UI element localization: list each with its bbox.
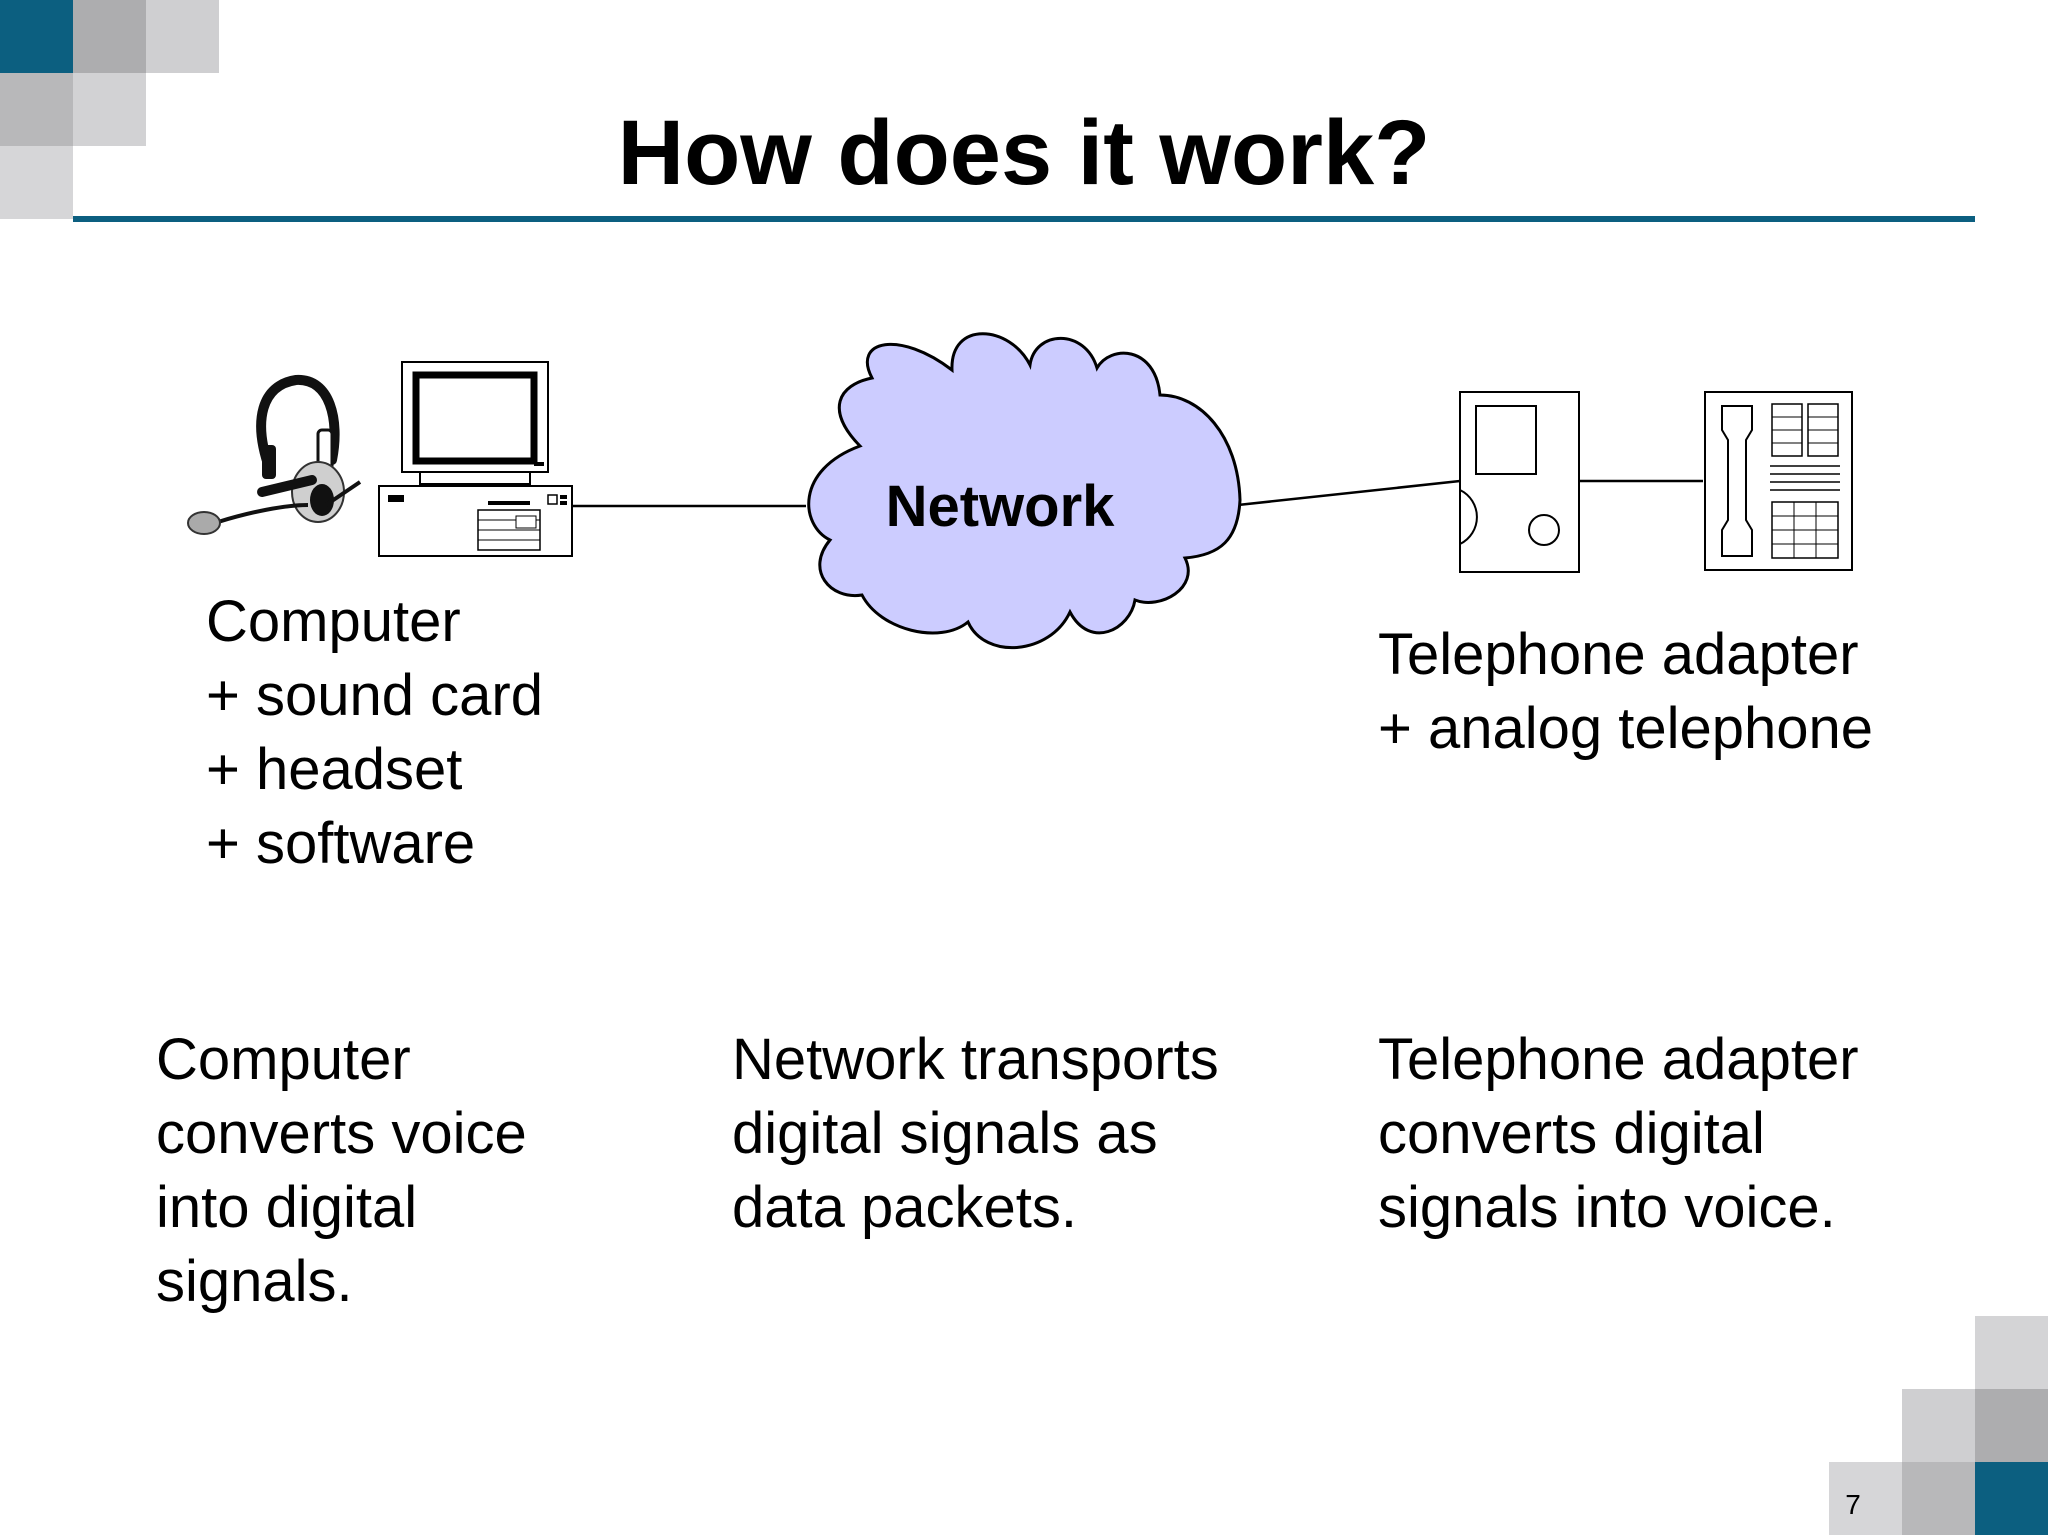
network-cloud (807, 332, 1242, 650)
corner-square-gray (73, 0, 146, 73)
computer-icon (378, 361, 573, 557)
analog-telephone-icon (1704, 391, 1853, 571)
corner-square-gray (1902, 1462, 1975, 1535)
title-underline (73, 216, 1975, 222)
corner-square-teal (1975, 1462, 2048, 1535)
network-label: Network (885, 474, 1115, 539)
corner-square-teal (0, 0, 73, 73)
corner-square-light (1902, 1389, 1975, 1462)
computer-caption: Computer converts voice into digital sig… (156, 1027, 527, 1314)
corner-square-gray (1975, 1389, 2048, 1462)
corner-square-light (1975, 1316, 2048, 1389)
corner-square-light (146, 0, 219, 73)
slide-title: How does it work? (617, 102, 1431, 204)
corner-square-light (73, 73, 146, 146)
network-caption: Network transports digital signals as da… (732, 1027, 1219, 1240)
telephone-adapter-icon (1459, 391, 1580, 573)
computer-label: Computer + sound card + headset + softwa… (206, 589, 543, 876)
corner-square-gray (0, 73, 73, 146)
page-number: 7 (1845, 1489, 1861, 1520)
corner-square-light (1829, 1462, 1902, 1535)
headset-icon (187, 375, 362, 535)
telephone-label: Telephone adapter + analog telephone (1378, 622, 1874, 761)
connector-network-adapter (1237, 479, 1461, 507)
telephone-caption: Telephone adapter converts digital signa… (1378, 1027, 1859, 1240)
corner-square-light (0, 146, 73, 219)
